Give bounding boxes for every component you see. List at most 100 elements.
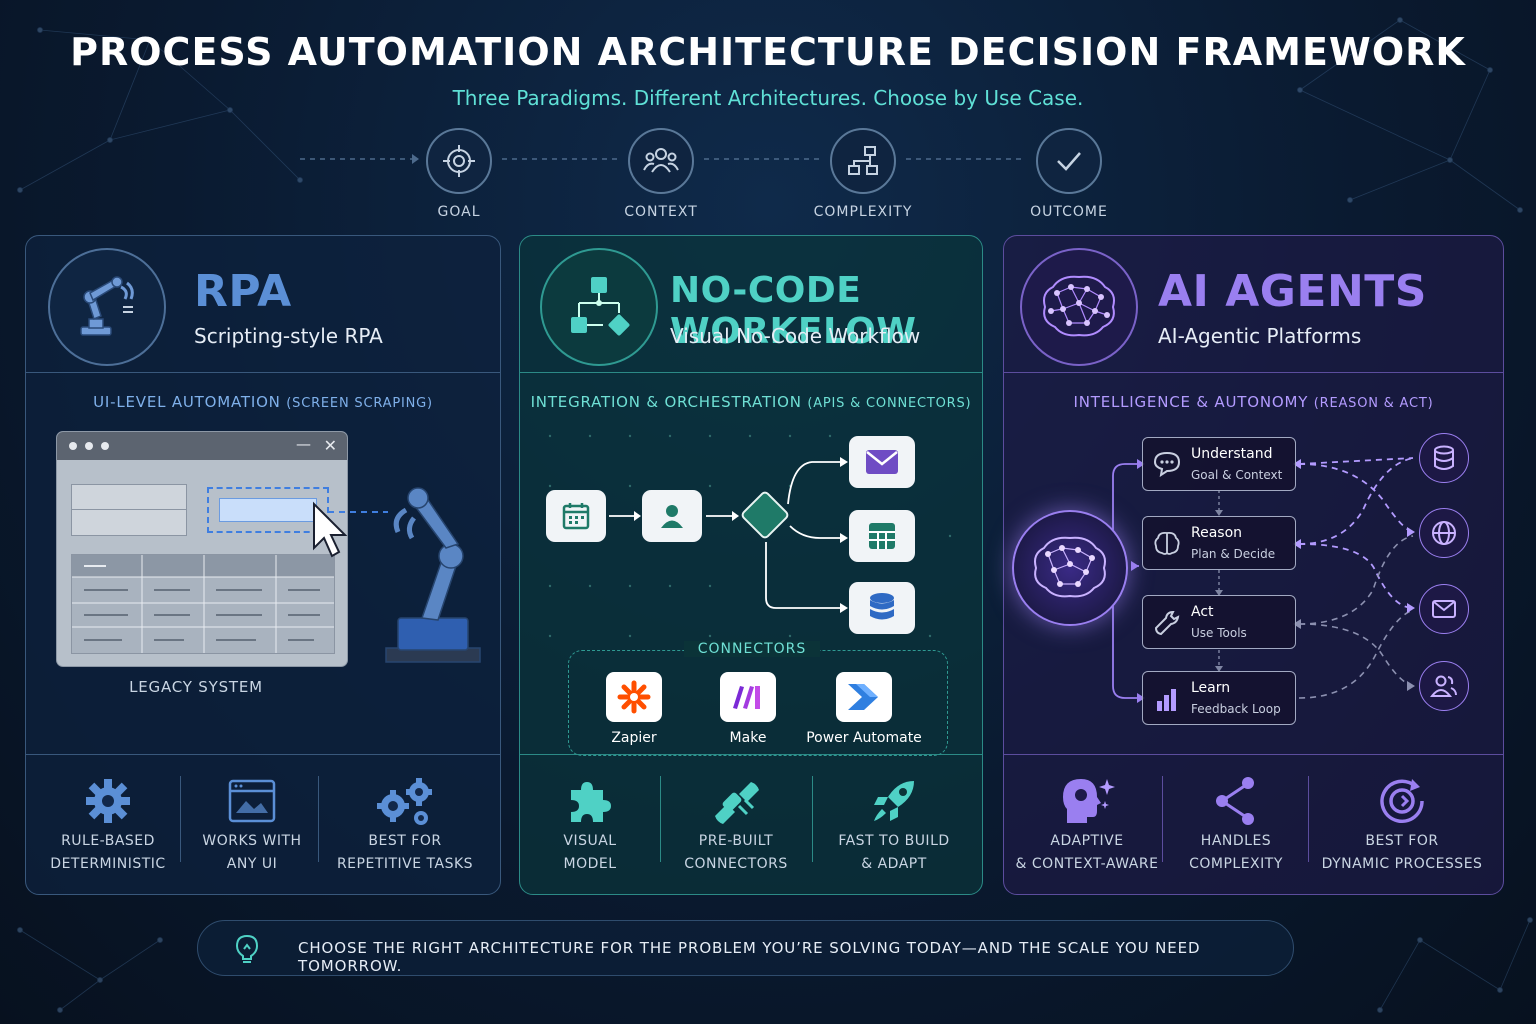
decision-node xyxy=(741,491,789,539)
zapier-logo-icon xyxy=(617,680,651,714)
ai-subtitle: AI-Agentic Platforms xyxy=(1158,324,1362,348)
page-title: PROCESS AUTOMATION ARCHITECTURE DECISION… xyxy=(70,30,1466,74)
people-icon xyxy=(643,148,679,173)
envelope-icon xyxy=(866,450,898,474)
window-titlebar: — ✕ xyxy=(57,432,347,460)
ai-flow-lines xyxy=(1112,457,1415,703)
agent-step-understand: Understand Goal & Context xyxy=(1142,437,1296,491)
flow-diagram-icon xyxy=(571,277,630,336)
legacy-data-table xyxy=(71,554,335,654)
ai-feature-adaptive: ADAPTIVE & CONTEXT-AWARE xyxy=(1012,772,1162,876)
window-dot xyxy=(101,442,109,450)
calendar-icon xyxy=(562,503,590,530)
rpa-subtitle: Scripting-style RPA xyxy=(194,324,383,348)
calendar-node xyxy=(546,490,606,542)
workflow-feature-fast: FAST TO BUILD & ADAPT xyxy=(816,772,972,876)
brain-icon xyxy=(1154,531,1180,555)
legacy-system-window: — ✕ xyxy=(56,431,348,667)
rpa-title: RPA xyxy=(194,266,292,317)
lightbulb-icon xyxy=(235,934,259,963)
target-icon xyxy=(443,145,475,177)
mouse-cursor-icon xyxy=(313,501,348,558)
tool-database xyxy=(1419,433,1469,483)
browser-window-icon xyxy=(228,779,276,823)
gears-icon xyxy=(377,778,432,825)
tool-globe xyxy=(1419,508,1469,558)
chat-icon xyxy=(1153,451,1181,477)
users-icon xyxy=(1430,675,1457,697)
rpa-section-label: UI-LEVEL AUTOMATION (SCREEN SCRAPING) xyxy=(93,393,433,411)
ai-title: AI AGENTS xyxy=(1158,266,1427,317)
form-field-block xyxy=(71,484,187,536)
ai-header-icon-ring xyxy=(1020,248,1138,366)
rpa-header-icon-ring xyxy=(48,248,166,366)
globe-icon xyxy=(1432,521,1456,545)
connector-make: Make xyxy=(688,672,808,746)
plug-icon xyxy=(715,782,759,824)
ai-brain-core xyxy=(1012,510,1128,626)
robot-arm-icon xyxy=(80,276,134,336)
check-icon xyxy=(1057,152,1081,171)
window-close-icon: ✕ xyxy=(323,436,337,455)
bar-chart-icon xyxy=(1157,689,1176,711)
connector-power-automate: Power Automate xyxy=(804,672,924,746)
rpa-feature-repetitive: BEST FOR REPETITIVE TASKS xyxy=(322,772,488,876)
window-dot xyxy=(69,442,77,450)
gear-icon xyxy=(86,779,130,823)
connector-zapier: Zapier xyxy=(574,672,694,746)
database-node xyxy=(849,582,915,634)
user-icon xyxy=(661,505,683,528)
rpa-feature-rule-based: RULE-BASED DETERMINISTIC xyxy=(38,772,178,876)
page-subtitle: Three Paradigms. Different Architectures… xyxy=(452,86,1084,110)
robot-arm-illustration xyxy=(328,487,481,663)
workflow-title: NO-CODE WORKFLOW xyxy=(670,270,917,352)
workflow-feature-connectors: PRE-BUILT CONNECTORS xyxy=(664,772,808,876)
database-icon xyxy=(870,593,894,620)
workflow-flow-lines xyxy=(609,457,848,613)
head-sparkle-icon xyxy=(1063,779,1115,823)
power-automate-logo-icon xyxy=(848,684,878,710)
workflow-grid-dots xyxy=(548,434,952,638)
database-icon xyxy=(1434,445,1454,470)
legacy-system-label: LEGACY SYSTEM xyxy=(129,678,263,696)
tool-mail xyxy=(1419,584,1469,634)
rpa-feature-any-ui: WORKS WITH ANY UI xyxy=(182,772,322,876)
tool-users xyxy=(1419,661,1469,711)
agent-step-learn: Learn Feedback Loop xyxy=(1142,671,1296,725)
workflow-panel: NO-CODE WORKFLOW Visual No-Code Workflow… xyxy=(519,235,983,895)
cycle-icon xyxy=(1380,779,1424,823)
hierarchy-icon xyxy=(848,146,878,175)
window-minimize-icon: — xyxy=(296,435,311,453)
workflow-feature-visual-model: VISUAL MODEL xyxy=(530,772,650,876)
steps-connector-lines xyxy=(300,154,1026,164)
ai-feature-complexity: HANDLES COMPLEXITY xyxy=(1166,772,1306,876)
workflow-subtitle: Visual No-Code Workflow xyxy=(670,324,921,348)
footer-text: CHOOSE THE RIGHT ARCHITECTURE FOR THE PR… xyxy=(298,939,1201,975)
brain-icon xyxy=(1034,536,1106,598)
step-label: OUTCOME xyxy=(1030,204,1108,220)
window-dot xyxy=(85,442,93,450)
mail-icon xyxy=(1432,600,1456,618)
agent-step-act: Act Use Tools xyxy=(1142,595,1296,649)
workflow-header-icon-ring xyxy=(540,248,658,366)
sheet-node xyxy=(849,510,915,562)
share-nodes-icon xyxy=(1216,777,1254,825)
puzzle-icon xyxy=(571,782,611,822)
make-logo-icon xyxy=(733,686,760,709)
brain-network-icon xyxy=(1043,275,1115,337)
wrench-icon xyxy=(1154,610,1180,636)
scraped-field-highlight xyxy=(207,487,329,533)
workflow-section-label: INTEGRATION & ORCHESTRATION (APIS & CONN… xyxy=(530,393,972,411)
ai-feature-dynamic: BEST FOR DYNAMIC PROCESSES xyxy=(1312,772,1492,876)
step-outcome: OUTCOME xyxy=(994,128,1144,220)
step-label: CONTEXT xyxy=(624,204,698,220)
footer-banner: CHOOSE THE RIGHT ARCHITECTURE FOR THE PR… xyxy=(197,920,1294,976)
agent-step-reason: Reason Plan & Decide xyxy=(1142,516,1296,570)
step-context: CONTEXT xyxy=(586,128,736,220)
step-goal: GOAL xyxy=(384,128,534,220)
step-complexity: COMPLEXITY xyxy=(788,128,938,220)
user-node xyxy=(642,490,702,542)
step-label: COMPLEXITY xyxy=(813,204,913,220)
rpa-panel: RPA Scripting-style RPA UI-LEVEL AUTOMAT… xyxy=(25,235,501,895)
